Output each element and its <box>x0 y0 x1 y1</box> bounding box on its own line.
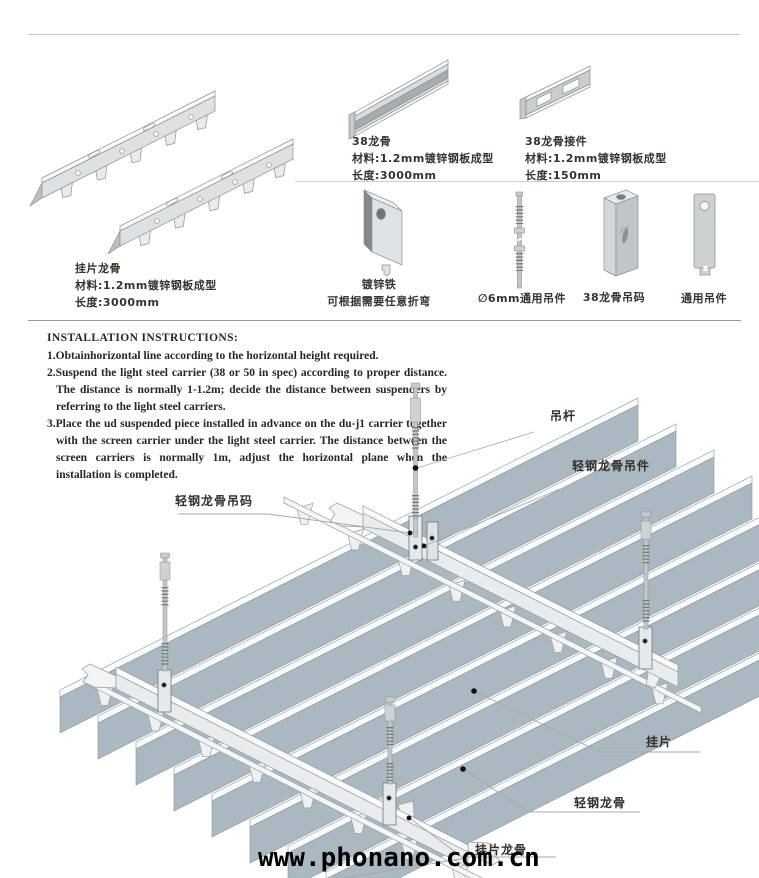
keel38-material: 材料:1.2mm镀锌钢板成型 <box>352 152 494 165</box>
leader-lines <box>178 431 700 878</box>
instruction-step-1: 1.Obtainhorizontal line according to the… <box>47 350 379 362</box>
product-illustrations <box>29 59 716 289</box>
keel38-joint-material: 材料:1.2mm镀锌钢板成型 <box>525 152 667 165</box>
keel38-hanger-label: 38龙骨吊码 <box>582 291 646 304</box>
keel38-joint-label: 38龙骨接件 材料:1.2mm镀锌钢板成型 长度:150mm <box>525 133 667 184</box>
instruction-step-3: 3.Place the ud suspended piece installed… <box>47 418 447 481</box>
suspension-rod-3 <box>159 552 171 672</box>
suspension-rod-4 <box>384 696 396 785</box>
keel38-name: 38龙骨 <box>352 135 392 148</box>
galvanized-iron-clip-illustration <box>363 189 403 277</box>
instruction-step-2: 2.Suspend the light steel carrier (38 or… <box>47 367 447 413</box>
galvanized-iron-label: 镀锌铁 可根据需要任意折弯 <box>320 276 438 310</box>
top-divider <box>28 34 740 35</box>
instructions-title: INSTALLATION INSTRUCTIONS: <box>47 332 239 344</box>
hanger-keel-name: 挂片龙骨 <box>75 262 121 275</box>
leader-dots <box>406 465 477 821</box>
rod-callout-label: 吊杆 <box>550 409 577 423</box>
carrier-clamp-callout-label: 轻钢龙骨吊码 <box>175 494 254 508</box>
rod6mm-label: ∅6mm通用吊件 <box>478 292 566 305</box>
hanger-keel-illustration <box>29 90 294 255</box>
product-section-divider <box>295 181 759 182</box>
light-steel-carriers <box>81 502 679 868</box>
keel38-illustration <box>348 59 449 140</box>
keel38-length: 长度:3000mm <box>352 169 437 182</box>
hanger-keel-length: 长度:3000mm <box>75 296 160 309</box>
installation-instructions: INSTALLATION INSTRUCTIONS: 1.Obtainhoriz… <box>47 330 447 484</box>
suspension-rod-2 <box>640 511 652 630</box>
assembly-diagram <box>59 382 759 878</box>
suspension-rod-1 <box>410 382 421 538</box>
instructions-divider <box>28 320 741 321</box>
rod6mm-illustration <box>514 191 525 289</box>
hanger-keel-material: 材料:1.2mm镀锌钢板成型 <box>75 279 217 292</box>
keel38-label: 38龙骨 材料:1.2mm镀锌钢板成型 长度:3000mm <box>352 133 494 184</box>
galvanized-iron-note: 可根据需要任意折弯 <box>327 295 431 308</box>
keel38-joint-illustration <box>519 65 591 120</box>
hanger-keel-label: 挂片龙骨 材料:1.2mm镀锌钢板成型 长度:3000mm <box>75 260 217 311</box>
universal-hanger-label: 通用吊件 <box>681 292 727 305</box>
keel38-joint-name: 38龙骨接件 <box>525 135 588 148</box>
keel38-hanger-bracket-illustration <box>603 189 639 277</box>
suspension-rods <box>159 382 652 785</box>
blade-keel-strips <box>84 496 702 878</box>
blade-keel-callout-label: 挂片龙骨 <box>475 843 528 857</box>
blade-callout-label: 挂片 <box>646 735 673 749</box>
watermark-url: www.phonano.com.cn <box>258 843 540 873</box>
universal-hanger-illustration <box>693 193 716 276</box>
keel38-joint-length: 长度:150mm <box>525 169 602 182</box>
carrier-hanger-callout-label: 轻钢龙骨吊件 <box>572 459 651 473</box>
galvanized-iron-name: 镀锌铁 <box>361 278 397 291</box>
light-steel-carrier-callout-label: 轻钢龙骨 <box>574 796 627 810</box>
